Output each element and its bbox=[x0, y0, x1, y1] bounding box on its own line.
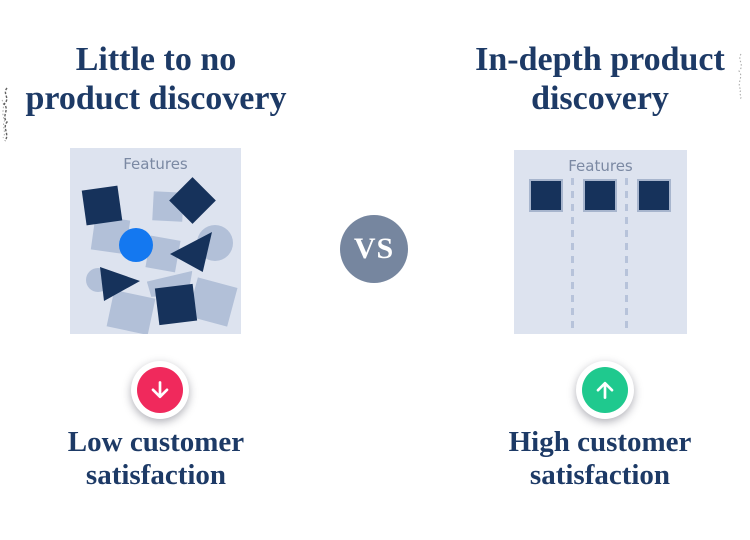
up-arrow-glyph bbox=[596, 381, 614, 399]
navy-square-shape bbox=[154, 283, 198, 326]
arrow-up-circle-icon bbox=[576, 361, 634, 419]
navy-triangle-shape bbox=[170, 232, 212, 272]
right-caption-line2: satisfaction bbox=[529, 459, 671, 491]
vs-badge-label: VS bbox=[353, 232, 395, 265]
column-divider-dashed-line bbox=[571, 178, 574, 328]
right-caption-line1: High customer bbox=[508, 426, 692, 458]
right-features-label: Features bbox=[568, 157, 633, 175]
light-square-shape bbox=[106, 290, 156, 334]
left-title-line1: Little to no bbox=[75, 41, 237, 78]
left-title: Little to no product discovery bbox=[0, 40, 312, 118]
blue-circle-shape bbox=[119, 228, 153, 262]
vs-badge: VS bbox=[340, 215, 408, 283]
column-divider-dashed-line bbox=[625, 178, 628, 328]
left-features-box: Features bbox=[70, 148, 241, 334]
feature-card-square bbox=[529, 179, 563, 212]
left-title-line2: product discovery bbox=[25, 80, 287, 117]
feature-card-square bbox=[637, 179, 671, 212]
left-caption-line2: satisfaction bbox=[85, 459, 227, 491]
navy-square-shape bbox=[81, 185, 123, 226]
right-features-box: Features bbox=[514, 150, 687, 334]
right-title: In-depth product discovery bbox=[444, 40, 750, 118]
right-caption: High customer satisfaction bbox=[444, 426, 750, 492]
right-title-line2: discovery bbox=[531, 80, 669, 117]
up-arrow-green-circle bbox=[582, 367, 628, 413]
feature-card-square bbox=[583, 179, 617, 212]
left-caption-line1: Low customer bbox=[67, 426, 245, 458]
arrow-down-circle-icon bbox=[131, 361, 189, 419]
down-arrow-glyph bbox=[151, 381, 169, 399]
right-title-line1: In-depth product bbox=[475, 41, 725, 78]
left-caption: Low customer satisfaction bbox=[0, 426, 312, 492]
down-arrow-red-circle bbox=[137, 367, 183, 413]
left-features-label: Features bbox=[123, 155, 188, 173]
